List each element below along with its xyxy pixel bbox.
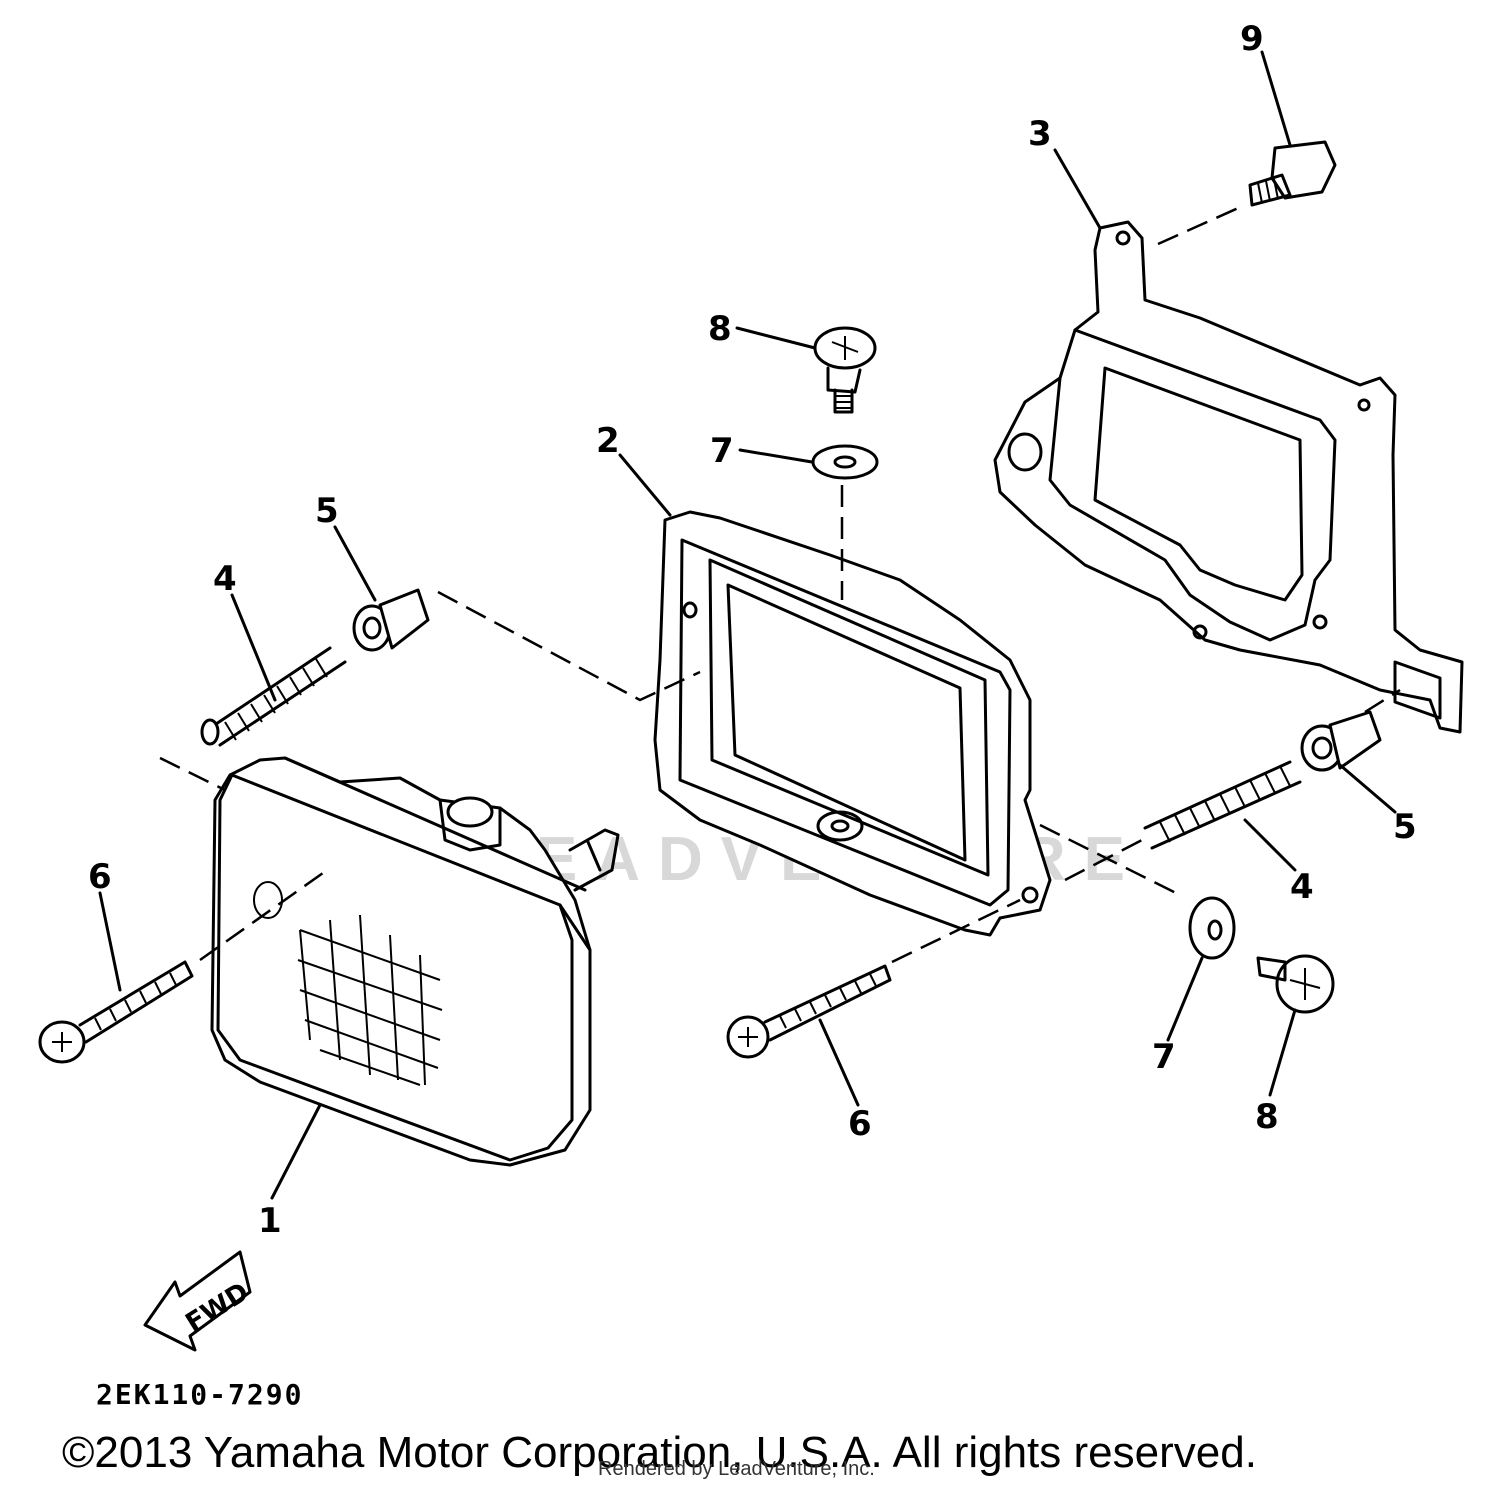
screw-8-top xyxy=(813,326,877,414)
callout-8-top: 8 xyxy=(708,309,732,349)
speed-nut-7-bottom xyxy=(1188,896,1236,960)
screw-9 xyxy=(1248,140,1337,207)
callout-6-right: 6 xyxy=(848,1104,872,1144)
assembly-lines xyxy=(159,203,1401,964)
screw-8-bottom xyxy=(1256,954,1335,1014)
diagram-code: 2EK110-7290 xyxy=(96,1378,304,1411)
speed-nut-7-top xyxy=(811,444,879,480)
headlight-unit xyxy=(210,756,620,1167)
leader-lines xyxy=(98,50,1397,1200)
callout-8-bottom: 8 xyxy=(1255,1097,1279,1137)
rendered-by-notice: Rendered by LeadVenture, Inc. xyxy=(598,1458,875,1480)
callout-4-right: 4 xyxy=(1290,867,1314,907)
callout-2: 2 xyxy=(596,421,620,461)
adjust-nut-5-right xyxy=(1300,710,1382,772)
callout-5-right: 5 xyxy=(1393,807,1417,847)
screw-6-left xyxy=(38,960,194,1064)
callout-3: 3 xyxy=(1028,114,1052,154)
callout-7-top: 7 xyxy=(710,431,734,471)
callout-5-left: 5 xyxy=(315,491,339,531)
headlight-rim xyxy=(653,510,1052,937)
callout-9: 9 xyxy=(1240,19,1264,59)
fwd-arrow: FWD xyxy=(143,1250,254,1352)
screw-6-right xyxy=(726,964,892,1059)
spring-4-right xyxy=(1143,760,1302,850)
callout-4-left: 4 xyxy=(213,559,237,599)
callout-7-bottom: 7 xyxy=(1152,1037,1176,1077)
headlight-bracket xyxy=(993,220,1464,734)
callout-1: 1 xyxy=(258,1201,282,1241)
callout-6-left: 6 xyxy=(88,857,112,897)
callout-labels: 1 2 3 4 4 5 5 6 6 7 7 8 8 9 xyxy=(88,19,1417,1241)
adjust-nut-5-left xyxy=(352,588,430,652)
copyright-notice: ©2013 Yamaha Motor Corporation, U.S.A. A… xyxy=(62,1428,1257,1477)
